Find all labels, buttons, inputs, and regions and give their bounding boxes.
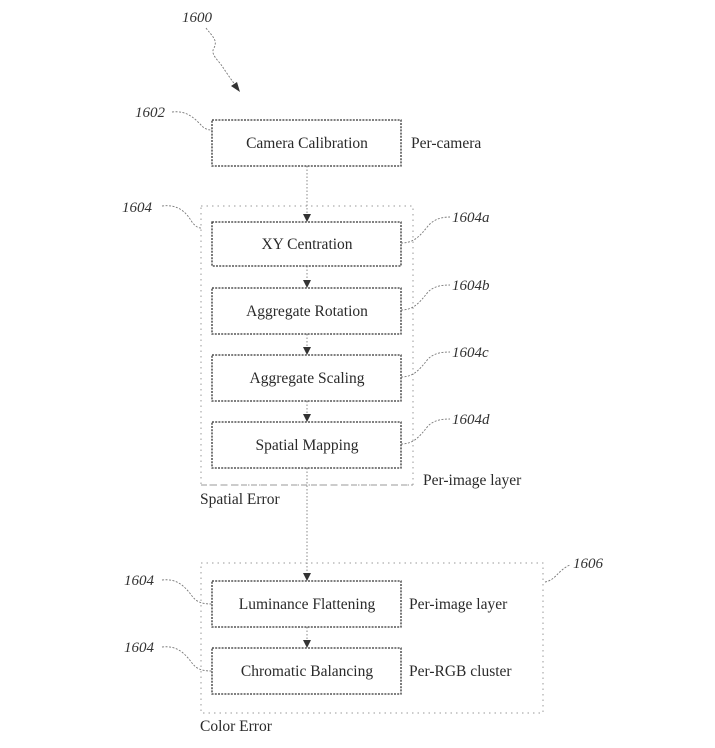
step-ref-leader xyxy=(161,646,213,672)
arrowhead-icon xyxy=(303,214,311,222)
figure-arrowhead-icon xyxy=(231,82,240,92)
arrowhead-icon xyxy=(303,280,311,288)
color-error-group xyxy=(200,562,544,714)
step-aggregate-scaling: Aggregate Scaling 1604c xyxy=(211,345,489,402)
step-ref: 1604c xyxy=(452,345,489,361)
arrowhead-icon xyxy=(303,347,311,355)
step-box xyxy=(211,221,402,267)
figure-ref: 1600 xyxy=(182,10,213,26)
step-box xyxy=(211,580,402,628)
step-label: Luminance Flattening xyxy=(239,596,376,613)
step-label: Aggregate Scaling xyxy=(250,370,365,387)
step-label: Camera Calibration xyxy=(246,135,368,152)
spatial-error-label: Spatial Error xyxy=(200,491,280,508)
step-ref-leader xyxy=(400,284,451,311)
step-scope: Per-image layer xyxy=(409,596,508,613)
step-label: Chromatic Balancing xyxy=(241,663,373,680)
step-box xyxy=(211,354,402,402)
figure-ref-leader xyxy=(205,27,237,87)
step-ref-leader xyxy=(400,418,451,445)
arrowhead-icon xyxy=(303,573,311,581)
step-chromatic-balancing: Chromatic Balancing Per-RGB cluster 1604 xyxy=(124,640,512,695)
arrowhead-icon xyxy=(303,414,311,422)
arrowhead-icon xyxy=(303,640,311,648)
step-aggregate-rotation: Aggregate Rotation 1604b xyxy=(211,278,490,335)
step-camera-calibration: Camera Calibration Per-camera 1602 xyxy=(135,105,481,167)
step-luminance-flattening: Luminance Flattening Per-image layer 160… xyxy=(124,573,508,628)
step-ref: 1604 xyxy=(124,573,155,589)
step-ref-leader xyxy=(400,351,451,378)
step-scope: Per-camera xyxy=(411,135,481,152)
step-ref: 1604 xyxy=(124,640,155,656)
step-box xyxy=(211,119,402,167)
step-ref: 1604d xyxy=(452,412,490,428)
step-spatial-mapping: Spatial Mapping 1604d xyxy=(211,412,490,469)
step-box xyxy=(211,287,402,335)
step-scope: Per-RGB cluster xyxy=(409,663,512,680)
spatial-scope-label: Per-image layer xyxy=(423,472,522,489)
step-box xyxy=(211,647,402,695)
color-group-leader xyxy=(544,564,571,583)
step-label: Aggregate Rotation xyxy=(246,303,368,320)
step-label: XY Centration xyxy=(261,236,352,253)
spatial-group-ref: 1604 xyxy=(122,200,153,216)
step-xy-centration: XY Centration 1604a xyxy=(211,210,490,267)
step-ref-leader xyxy=(161,579,213,605)
step-ref-leader xyxy=(171,111,213,131)
spatial-group-leader xyxy=(161,205,202,229)
step-ref-leader xyxy=(400,216,451,244)
step-box xyxy=(211,421,402,469)
step-ref: 1604b xyxy=(452,278,490,294)
step-ref: 1602 xyxy=(135,105,166,121)
step-label: Spatial Mapping xyxy=(256,437,359,454)
color-group-ref: 1606 xyxy=(573,556,604,572)
step-ref: 1604a xyxy=(452,210,490,226)
color-error-label: Color Error xyxy=(200,718,273,735)
